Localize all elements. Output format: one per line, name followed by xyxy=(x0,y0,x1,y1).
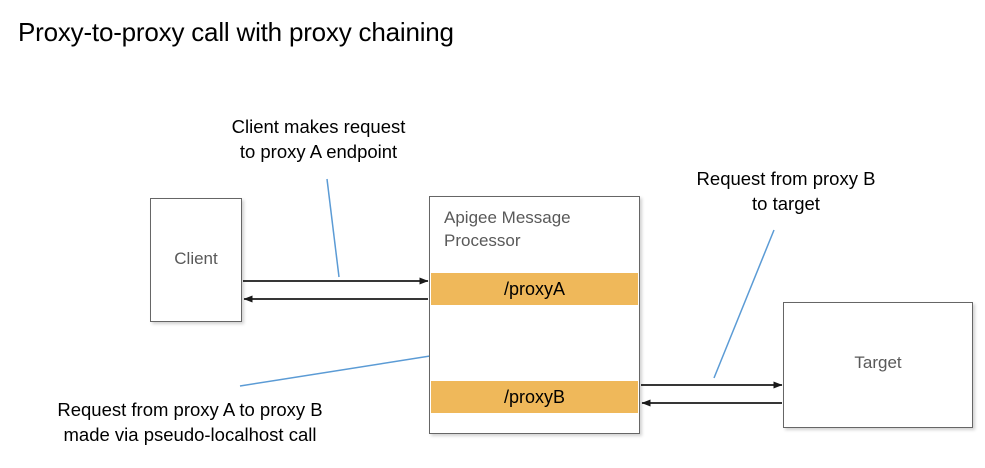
leader-line-client-annotation xyxy=(326,178,340,278)
annotation-client-request: Client makes request to proxy A endpoint xyxy=(231,116,406,163)
message-processor-label: Apigee Message Processor xyxy=(444,208,571,250)
client-node[interactable]: Client xyxy=(150,198,242,322)
annotation-proxy-chaining: Request from proxy A to proxy B made via… xyxy=(57,399,323,446)
target-node[interactable]: Target xyxy=(783,302,973,428)
page-title: Proxy-to-proxy call with proxy chaining xyxy=(18,17,454,47)
leader-line-target-annotation xyxy=(713,229,775,379)
proxy-a-band[interactable]: /proxyA xyxy=(431,273,638,305)
apigee-message-processor-node[interactable]: Apigee Message Processor /proxyA /proxyB xyxy=(429,196,640,434)
proxy-b-band[interactable]: /proxyB xyxy=(431,381,638,413)
annotation-target-request: Request from proxy B to target xyxy=(696,168,876,215)
target-node-label: Target xyxy=(854,353,902,372)
client-node-label: Client xyxy=(174,249,218,268)
